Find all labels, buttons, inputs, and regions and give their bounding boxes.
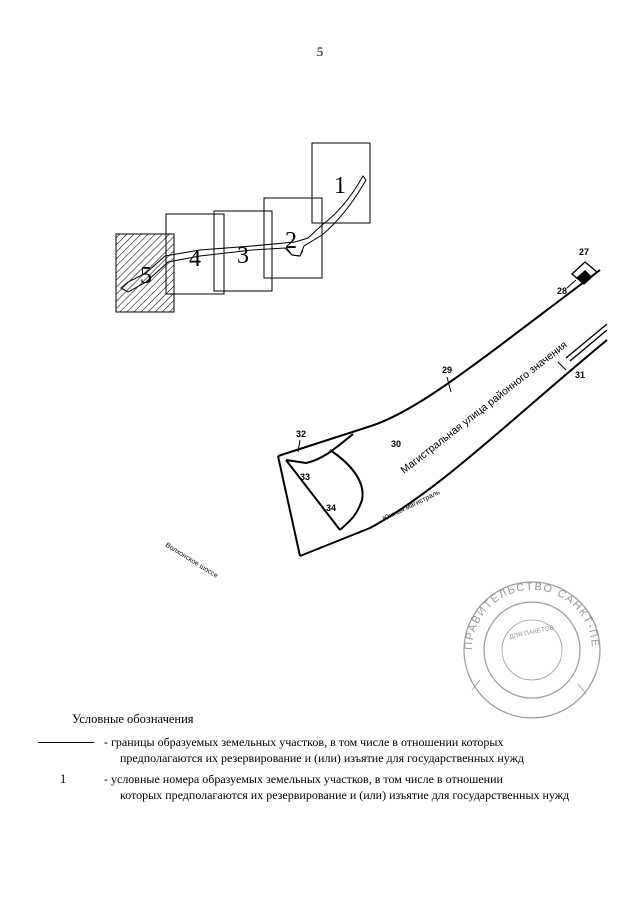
frame-plot-3 — [213, 210, 273, 292]
parcel-label-33: 33 — [300, 472, 310, 482]
parcel-label-29: 29 — [442, 365, 452, 375]
street-south-label: Южная магистраль — [382, 489, 442, 523]
plot-number-symbol: 1 — [60, 772, 67, 786]
stamp-outer-text: ПРАВИТЕЛЬСТВО САНКТ-ПЕТЕРБУРГА — [0, 0, 600, 650]
stamp-inner-text: ДЛЯ ПАКЕТОВ — [509, 624, 555, 640]
parcel-label-31: 31 — [575, 370, 585, 380]
frame-plot-2 — [263, 197, 323, 279]
plot-number-labels: 1 2 3 4 5 — [140, 173, 346, 289]
parcel-label-30: 30 — [391, 439, 401, 449]
legend-item2-line1: - условные номера образуемых земельных у… — [104, 772, 503, 786]
south-highway-strip — [565, 323, 608, 362]
legend-item-boundaries-text: - границы образуемых земельных участков,… — [104, 734, 628, 766]
street-volkhonskoe-label: Волхонское шоссе — [164, 542, 219, 580]
page-number: 5 — [316, 44, 324, 59]
leader-lines — [297, 279, 577, 453]
legend-item1-line1: - границы образуемых земельных участков,… — [104, 735, 504, 749]
plot-label-3: 3 — [237, 243, 249, 269]
plot-strip — [120, 175, 367, 293]
parcel-label-34: 34 — [326, 503, 336, 513]
frame-plot-4 — [165, 213, 225, 295]
plot-label-2: 2 — [285, 228, 297, 254]
parcel-label-27: 27 — [579, 247, 589, 257]
parcels-32-34 — [277, 433, 364, 557]
legend-item-plot-numbers-text: - условные номера образуемых земельных у… — [104, 771, 628, 803]
parcel-label-28: 28 — [557, 286, 567, 296]
legend-item2-line2: которых предполагаются их резервирование… — [120, 788, 570, 802]
legend-item1-line2: предполагаются их резервирование и (или)… — [120, 751, 524, 765]
legend-title: Условные обозначения — [72, 712, 194, 726]
plot-label-1: 1 — [334, 173, 346, 199]
official-stamp: ПРАВИТЕЛЬСТВО САНКТ-ПЕТЕРБУРГА ДЛЯ ПАКЕТ… — [0, 0, 601, 719]
plot-frames — [115, 142, 371, 313]
frame-plot-1 — [311, 142, 371, 224]
parcel-label-32: 32 — [296, 429, 306, 439]
parcel-number-labels: 27 28 29 30 31 32 33 34 — [296, 247, 589, 513]
street-main-label: Магистральная улица районного значения — [398, 339, 569, 476]
plot-label-5: 5 — [140, 263, 152, 289]
boundary-line-symbol — [38, 742, 94, 743]
main-road — [277, 269, 608, 557]
plot-label-4: 4 — [189, 246, 201, 272]
